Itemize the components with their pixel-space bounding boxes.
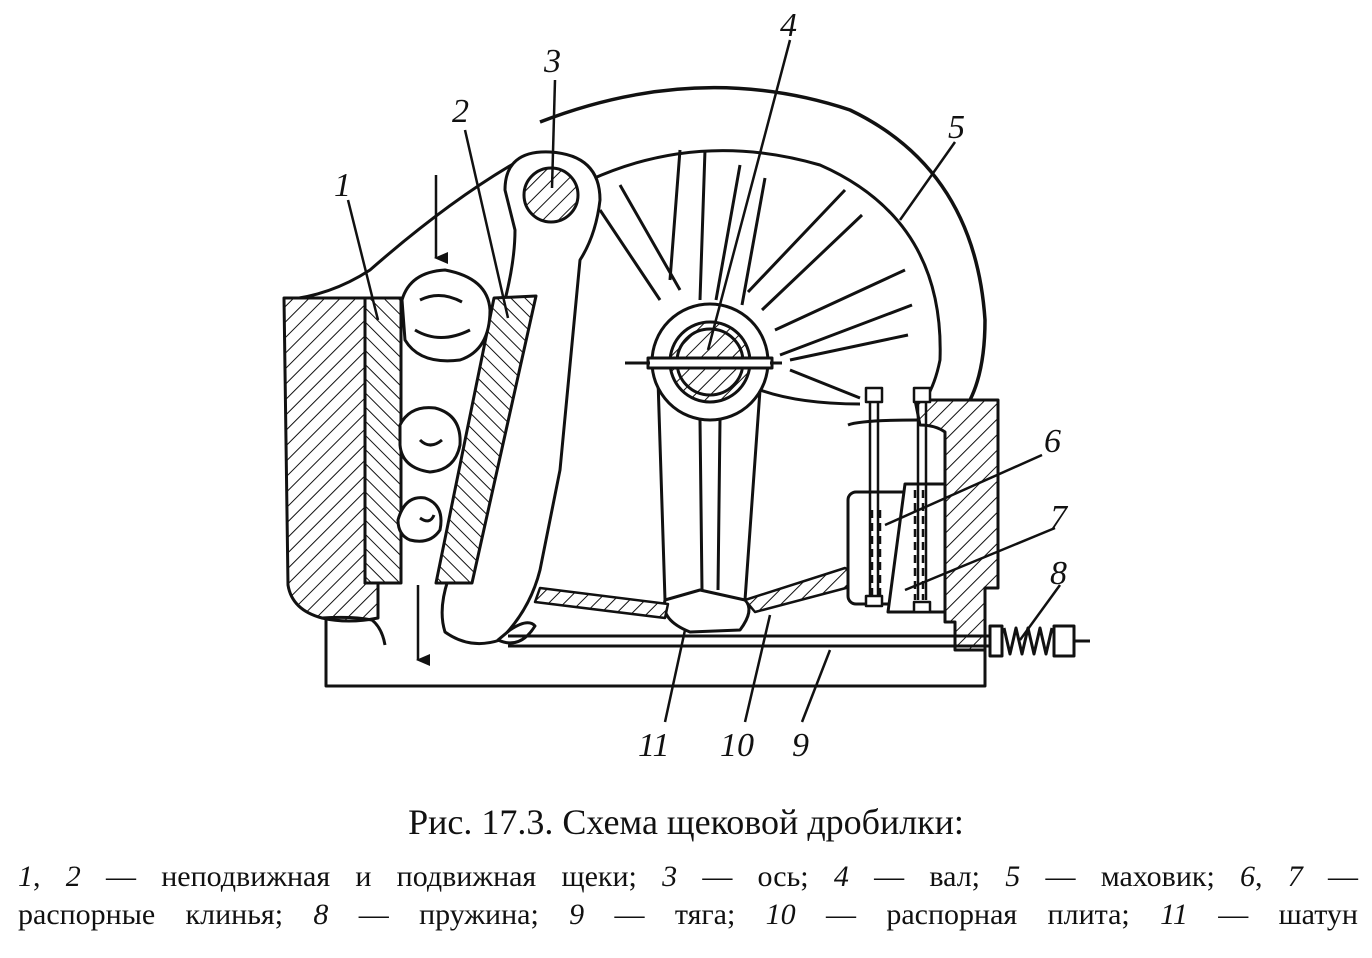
label-11: 11: [638, 727, 669, 764]
legend-text: — неподвижная и подвижная щеки;: [80, 860, 663, 893]
movable-jaw-plate: [434, 294, 538, 585]
label-4: 4: [780, 7, 797, 44]
legend-number: 2: [65, 860, 81, 893]
legend-number: 4: [833, 860, 849, 893]
legend-text: — пружина;: [328, 898, 570, 931]
legend-number: 5: [1005, 860, 1021, 893]
legend-number: 1: [18, 860, 33, 893]
legend-number: 3: [662, 860, 678, 893]
shaft-bearing: [625, 302, 782, 422]
legend-number: 7: [1287, 860, 1303, 893]
legend-number: 9: [569, 898, 585, 931]
rocks: [396, 268, 492, 543]
legend-text: —: [1302, 860, 1358, 893]
label-7: 7: [1050, 499, 1069, 536]
legend-number: 6: [1240, 860, 1256, 893]
legend-text: ,: [1255, 860, 1288, 893]
figure-legend: 1, 2 — неподвижная и подвижная щеки; 3 —…: [18, 858, 1358, 934]
legend-text: ,: [33, 860, 66, 893]
pitman: [656, 379, 762, 634]
label-3: 3: [543, 43, 561, 80]
spring: [988, 624, 1090, 658]
legend-line-2: распорные клинья; 8 — пружина; 9 — тяга;…: [18, 896, 1358, 934]
label-6: 6: [1044, 423, 1061, 460]
label-5: 5: [948, 109, 965, 146]
leader-lines: [346, 39, 1062, 723]
legend-text: — распорная плита;: [795, 898, 1161, 931]
legend-line-1: 1, 2 — неподвижная и подвижная щеки; 3 —…: [18, 858, 1358, 896]
legend-number: 10: [765, 898, 796, 931]
legend-text: — ось;: [677, 860, 834, 893]
jaw-crusher-diagram: 1 2 3 4 5 6 7 8 9 10 11: [282, 7, 1090, 764]
flywheel-spokes: [598, 149, 913, 400]
legend-text: — шатун: [1187, 898, 1358, 931]
legend-text: — тяга;: [584, 898, 766, 931]
flywheel-rim-inner: [589, 149, 942, 401]
tie-rod: [508, 634, 990, 648]
label-8: 8: [1050, 555, 1067, 592]
legend-number: 8: [313, 898, 329, 931]
flywheel-bottom: [759, 388, 861, 406]
rear-frame-block: [913, 398, 1000, 652]
legend-text: — вал;: [848, 860, 1006, 893]
flywheel-rim: [539, 85, 987, 401]
front-toggle-plate: [533, 586, 670, 620]
label-9: 9: [792, 727, 809, 764]
figure-caption-title: Рис. 17.3. Схема щековой дробилки:: [408, 802, 964, 842]
fixed-jaw-plate: [363, 296, 403, 585]
legend-text: — маховик;: [1020, 860, 1241, 893]
rear-toggle-plate: [743, 566, 854, 614]
label-2: 2: [452, 93, 469, 130]
legend-number: 11: [1160, 898, 1188, 931]
legend-text: распорные клинья;: [18, 898, 314, 931]
label-10: 10: [720, 727, 754, 764]
label-1: 1: [334, 167, 351, 204]
frame-foot: [321, 615, 387, 646]
